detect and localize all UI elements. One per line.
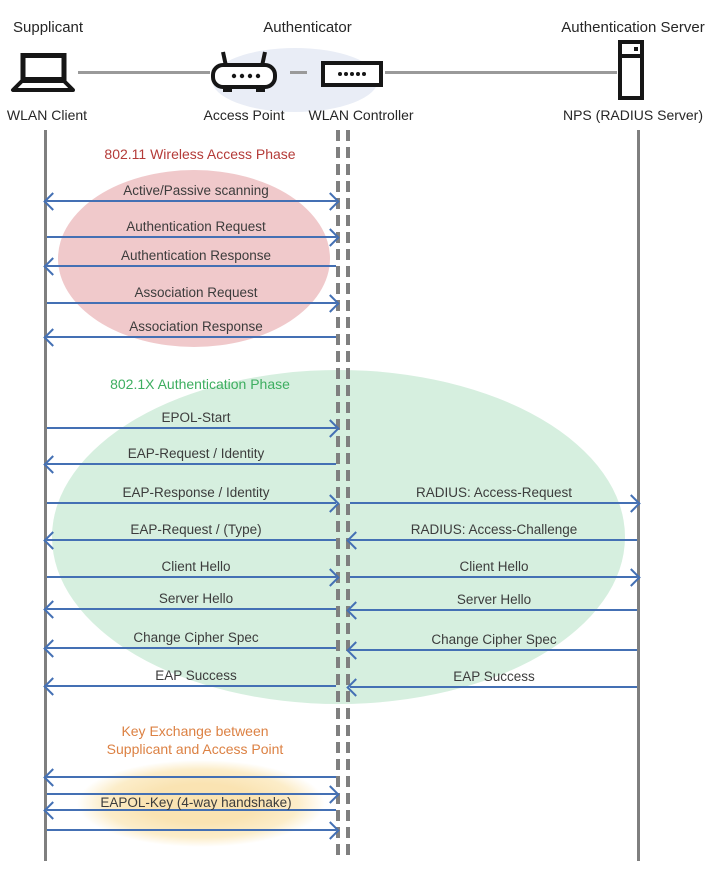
msg-label-radius-access-challenge: RADIUS: Access-Challenge: [410, 522, 578, 537]
connector-ap-to-controller: [290, 71, 307, 74]
msg-label-scanning: Active/Passive scanning: [123, 183, 269, 198]
lifeline-controller-dashed-2: [346, 130, 350, 855]
phase-title-wireless-access: 802.11 Wireless Access Phase: [104, 146, 296, 162]
key-exchange-phase-ellipse: [77, 760, 325, 847]
device-access-point-label: Access Point: [203, 107, 285, 123]
msg-label-authentication-response: Authentication Response: [120, 248, 272, 263]
msg-arrow-client-hello-left: [47, 568, 340, 587]
msg-arrow-authentication-response: [43, 257, 336, 276]
msg-arrow-eapol-key-3: [43, 801, 336, 820]
msg-arrow-eap-request-type: [43, 531, 336, 550]
msg-arrow-eapol-key-4: [47, 821, 340, 840]
phase-title-key-exchange-line1: Key Exchange between: [121, 723, 269, 739]
lifeline-wlan-client: [44, 130, 47, 861]
msg-arrow-change-cipher-spec-right: [346, 641, 637, 660]
role-supplicant-label: Supplicant: [13, 19, 84, 36]
msg-label-association-request: Association Request: [134, 285, 258, 300]
msg-label-eap-request-type: EAP-Request / (Type): [130, 522, 262, 537]
msg-arrow-association-request: [47, 294, 340, 313]
access-point-icon: [210, 50, 278, 96]
msg-label-server-hello-right: Server Hello: [456, 592, 532, 607]
msg-arrow-epol-start: [47, 419, 340, 438]
phase-title-authentication: 802.1X Authentication Phase: [110, 376, 290, 392]
msg-label-authentication-request: Authentication Request: [126, 219, 266, 234]
msg-label-eapol-key: EAPOL-Key (4-way handshake): [100, 795, 292, 810]
lifeline-nps-server: [637, 130, 640, 861]
msg-arrow-scanning: [43, 192, 340, 211]
msg-arrow-authentication-request: [47, 228, 340, 247]
lifeline-controller-dashed-1: [336, 130, 340, 855]
device-nps-label: NPS (RADIUS Server): [562, 107, 704, 123]
msg-arrow-eap-success-right: [346, 678, 637, 697]
msg-arrow-client-hello-right: [350, 568, 641, 587]
msg-label-radius-access-request: RADIUS: Access-Request: [415, 485, 573, 500]
msg-label-eap-success-right: EAP Success: [453, 669, 535, 684]
msg-arrow-server-hello-right: [346, 601, 637, 620]
role-authenticator-label: Authenticator: [263, 19, 352, 36]
msg-arrow-eap-success-left: [43, 677, 336, 696]
msg-arrow-change-cipher-spec-left: [43, 639, 336, 658]
msg-arrow-eap-response-identity: [47, 494, 340, 513]
role-authentication-server-label: Authentication Server: [561, 19, 705, 36]
msg-arrow-eapol-key-1: [43, 768, 336, 787]
connector-controller-to-server: [385, 71, 617, 74]
wlan-controller-icon: [321, 61, 383, 87]
msg-label-client-hello-right: Client Hello: [459, 559, 529, 574]
connector-client-to-ap: [78, 71, 210, 74]
msg-arrow-radius-access-challenge: [346, 531, 637, 550]
wireless-access-phase-ellipse: [58, 170, 330, 347]
msg-label-server-hello-left: Server Hello: [158, 591, 234, 606]
msg-label-eap-request-identity: EAP-Request / Identity: [127, 446, 265, 461]
msg-label-eap-success-left: EAP Success: [155, 668, 237, 683]
msg-label-client-hello-left: Client Hello: [161, 559, 231, 574]
msg-arrow-radius-access-request: [350, 494, 641, 513]
msg-arrow-server-hello-left: [43, 600, 336, 619]
msg-label-change-cipher-spec-left: Change Cipher Spec: [133, 630, 259, 645]
msg-label-change-cipher-spec-right: Change Cipher Spec: [431, 632, 557, 647]
device-wlan-client-label: WLAN Client: [6, 107, 88, 123]
msg-label-association-response: Association Response: [129, 319, 263, 334]
server-icon: [618, 40, 644, 100]
msg-label-eap-response-identity: EAP-Response / Identity: [122, 485, 270, 500]
device-wlan-controller-label: WLAN Controller: [308, 107, 414, 123]
msg-arrow-eap-request-identity: [43, 455, 336, 474]
laptop-icon: [10, 52, 76, 94]
msg-arrow-association-response: [43, 328, 336, 347]
msg-label-epol-start: EPOL-Start: [161, 410, 231, 425]
phase-title-key-exchange-line2: Supplicant and Access Point: [106, 741, 284, 757]
msg-arrow-eapol-key-2: [47, 785, 340, 804]
